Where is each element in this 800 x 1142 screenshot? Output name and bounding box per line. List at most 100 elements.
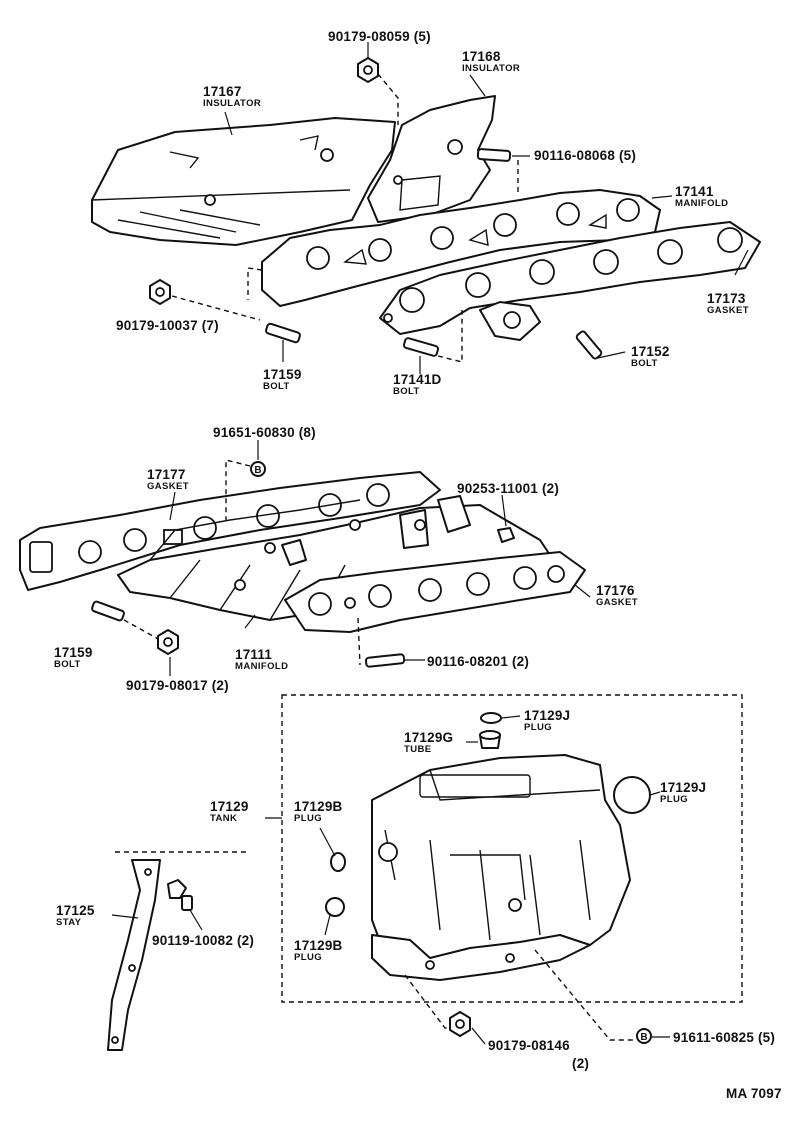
label-17129j-top: 17129J PLUG	[524, 709, 570, 732]
dashline-91611	[534, 949, 636, 1041]
bolt-17141d	[402, 337, 440, 357]
part-name: GASKET	[707, 304, 749, 316]
bolt-17152	[575, 330, 603, 360]
tank-17129	[371, 754, 631, 981]
label-17159-mid: 17159 BOLT	[54, 646, 93, 669]
part-number: 90253-11001 (2)	[457, 481, 560, 496]
part-name: GASKET	[147, 480, 189, 492]
stay-17125	[107, 859, 161, 1051]
plug-17129b-bot	[325, 897, 345, 917]
bolt-90119-10082	[167, 879, 193, 911]
label-17111: 17111 MANIFOLD	[235, 648, 288, 671]
label-17173: 17173 GASKET	[707, 292, 749, 315]
label-17125: 17125 STAY	[56, 904, 95, 927]
label-90179-08017: 90179-08017 (2)	[126, 678, 229, 694]
part-number: 90179-10037 (7)	[116, 318, 219, 333]
part-number: 90179-08017 (2)	[126, 678, 229, 693]
part-name: TANK	[210, 812, 238, 824]
tube-17129g	[479, 730, 501, 749]
dashline-nut-left	[171, 295, 261, 321]
dashline-08146	[404, 974, 450, 1029]
manifold-17141	[261, 189, 661, 307]
label-17141d: 17141D BOLT	[393, 373, 442, 396]
bolt-marker-91611: B	[636, 1028, 652, 1044]
part-number: 17168	[462, 49, 501, 64]
label-17167: 17167 INSULATOR	[203, 85, 261, 108]
part-number: 17129B	[294, 938, 343, 953]
part-number: 17141	[675, 184, 714, 199]
part-number: 17159	[263, 367, 302, 382]
part-name: BOLT	[263, 380, 290, 392]
label-17129b-bot: 17129B PLUG	[294, 939, 343, 962]
gasket-17176	[284, 551, 586, 633]
nut-90179-08017	[157, 629, 179, 655]
part-number: 17173	[707, 291, 746, 306]
part-name: PLUG	[294, 812, 322, 824]
stud-90116-08201	[364, 653, 406, 668]
part-name: PLUG	[294, 951, 322, 963]
part-name: MANIFOLD	[235, 660, 289, 672]
part-name: INSULATOR	[462, 62, 521, 74]
stud-90116-08068	[476, 148, 512, 162]
part-number: 17159	[54, 645, 93, 660]
gasket-17173	[379, 221, 761, 341]
part-number: 90116-08201 (2)	[427, 654, 530, 669]
label-90116-08068: 90116-08068 (5)	[534, 148, 636, 164]
plug-90253-11001	[497, 527, 515, 543]
part-quantity: (2)	[572, 1055, 590, 1071]
plug-17129b-top	[330, 852, 346, 872]
label-17129g: 17129G TUBE	[404, 731, 453, 754]
part-number: 90116-08068 (5)	[534, 148, 637, 163]
part-number: 17176	[596, 583, 635, 598]
label-17176: 17176 GASKET	[596, 584, 638, 607]
part-name: BOLT	[54, 658, 81, 670]
tank-assembly-frame	[281, 694, 743, 1003]
bolt-marker-91651: B	[250, 461, 266, 477]
dashline-nut-top	[377, 73, 399, 125]
part-number: 17129	[210, 799, 249, 814]
part-name: INSULATOR	[203, 97, 262, 109]
label-90179-08146: 90179-08146 (2)	[488, 1039, 589, 1070]
plug-17129j-top	[480, 712, 502, 724]
bolt-marker-letter-2: B	[640, 1032, 647, 1043]
part-number: 90179-08146	[488, 1038, 570, 1053]
part-name: PLUG	[660, 793, 688, 805]
part-number: 17177	[147, 467, 186, 482]
label-91611-60825: 91611-60825 (5)	[673, 1030, 775, 1046]
dashline-08201	[357, 617, 361, 666]
label-91651-60830: 91651-60830 (8)	[213, 425, 316, 441]
part-name: TUBE	[404, 743, 432, 755]
label-17159-top: 17159 BOLT	[263, 368, 302, 391]
label-90179-08059: 90179-08059 (5)	[328, 29, 431, 45]
part-name: PLUG	[524, 721, 552, 733]
nut-90179-08146	[449, 1011, 471, 1037]
dashline-17159-mid	[123, 619, 161, 641]
part-number: 17129B	[294, 799, 343, 814]
part-name: STAY	[56, 916, 82, 928]
part-name: BOLT	[631, 357, 658, 369]
part-number: 17125	[56, 903, 95, 918]
bolt-marker-letter: B	[254, 465, 261, 476]
part-number: 17129G	[404, 730, 454, 745]
label-17129j-side: 17129J PLUG	[660, 781, 706, 804]
gasket-17177	[19, 471, 441, 591]
part-number: 17167	[203, 84, 242, 99]
part-number: 91611-60825 (5)	[673, 1030, 776, 1045]
dashline-manifold-left	[247, 267, 263, 300]
insulator-17167	[91, 117, 396, 246]
diagram-code: MA 7097	[726, 1086, 782, 1102]
label-90116-08201: 90116-08201 (2)	[427, 654, 529, 670]
label-90179-10037: 90179-10037 (7)	[116, 318, 219, 334]
part-number: 17111	[235, 647, 273, 662]
part-number: 91651-60830 (8)	[213, 425, 316, 440]
label-17177: 17177 GASKET	[147, 468, 189, 491]
part-number: 17141D	[393, 372, 442, 387]
label-17168: 17168 INSULATOR	[462, 50, 520, 73]
part-number: 90119-10082 (2)	[152, 933, 255, 948]
part-number: 17129J	[524, 708, 571, 723]
part-name: MANIFOLD	[675, 197, 729, 209]
dashline-91651	[225, 459, 251, 520]
part-number: 17152	[631, 344, 670, 359]
label-17129: 17129 TANK	[210, 800, 249, 823]
